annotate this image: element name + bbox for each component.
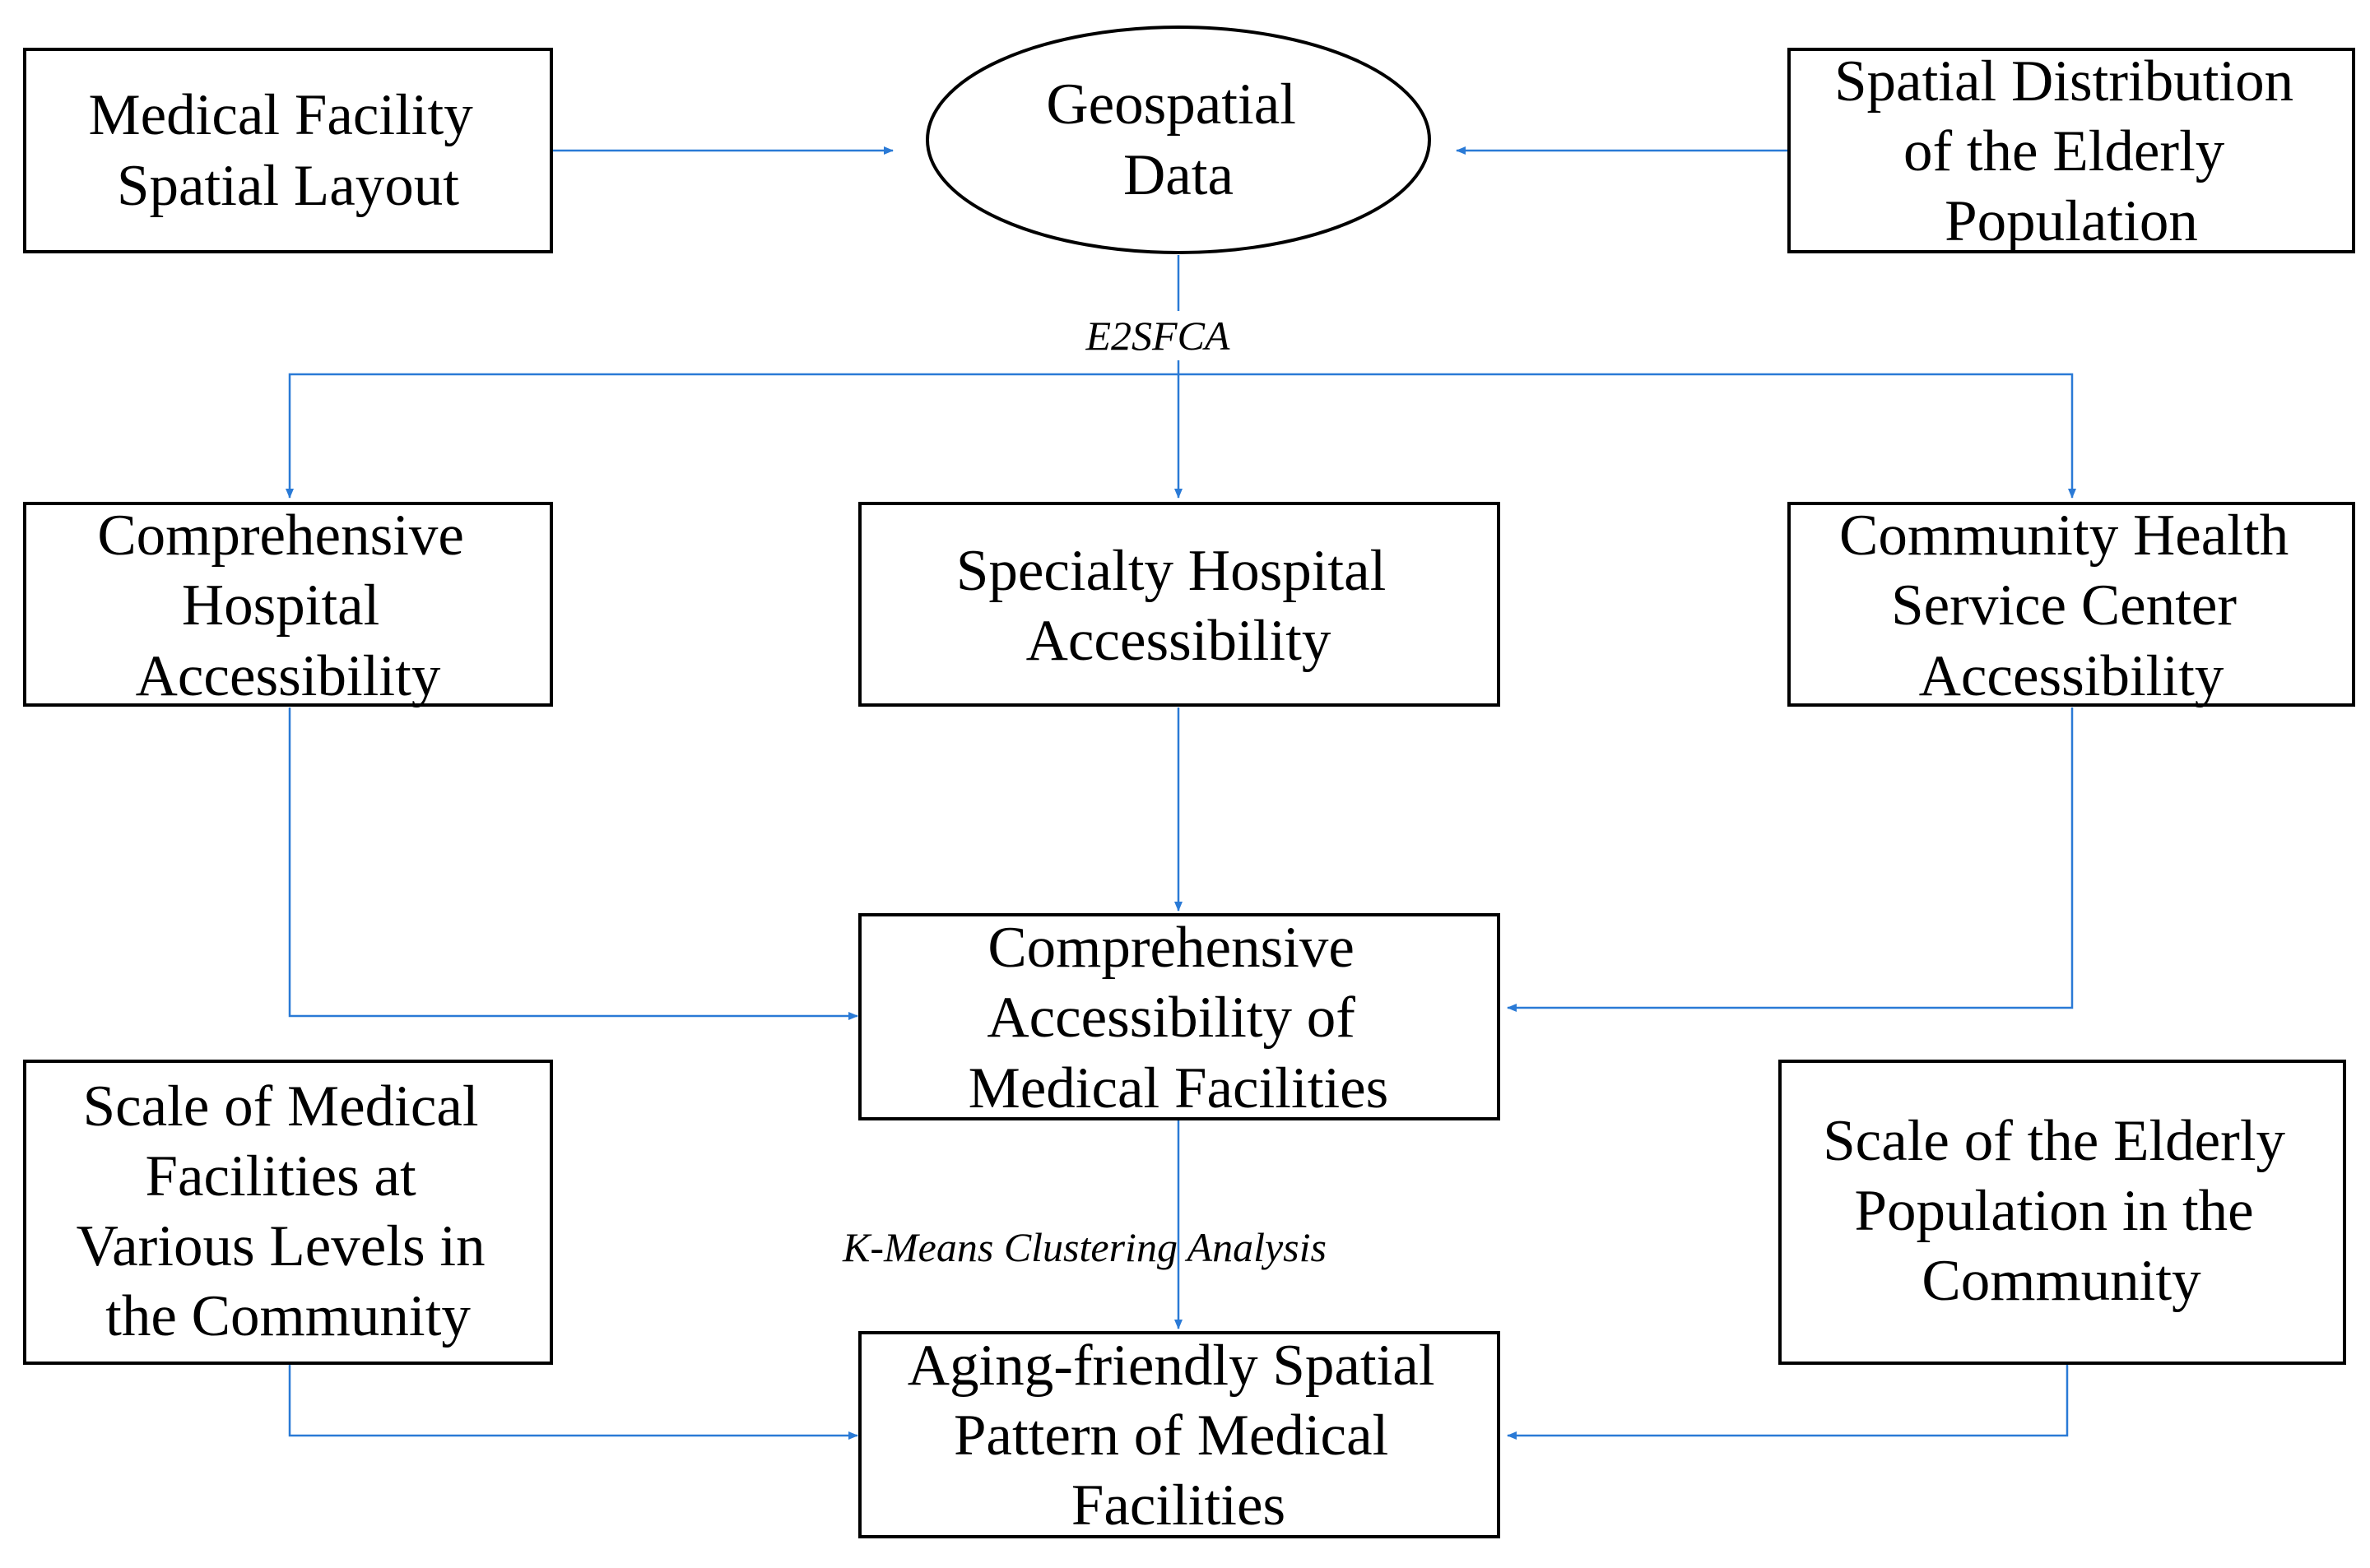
edge-label-e2sfca-text: E2SFCA [1085, 313, 1230, 359]
node-specialty-hospital-accessibility: Specialty Hospital Accessibility [858, 502, 1500, 707]
node-scale-medical-line-4: the Community [105, 1284, 471, 1348]
svg-text:Specialty Hospital Acces: Specialty Hospital Accessibility [956, 539, 1401, 673]
node-elderly-distribution-line-3: Population [1945, 189, 2198, 253]
node-community-health-accessibility: Community Health Service Center Accessib… [1787, 502, 2355, 708]
node-community-health-line-1: Community Health [1839, 503, 2289, 568]
node-scale-elderly-population: Scale of the Elderly Population in the C… [1778, 1060, 2346, 1365]
node-comprehensive-hospital-accessibility: Comprehensive Hospital Accessibility [23, 502, 553, 708]
node-aging-friendly-pattern: Aging-friendly Spatial Pattern of Medica… [858, 1331, 1500, 1538]
node-specialty-hospital-line-1: Specialty Hospital [956, 539, 1387, 603]
edge-label-kmeans-text: K-Means Clustering Analysis [842, 1224, 1327, 1270]
node-scale-medical-line-2: Facilities at [145, 1144, 416, 1208]
connector-geodata-to-comprehensive-hospital [286, 373, 1178, 499]
node-specialty-hospital-line-2: Accessibility [1026, 609, 1331, 673]
node-scale-medical-line-1: Scale of Medical [83, 1074, 479, 1139]
node-scale-elderly-line-1: Scale of the Elderly [1823, 1109, 2285, 1173]
svg-text:Comprehensive Hospital: Comprehensive Hospital Accessibility [97, 503, 478, 708]
connector-community-to-comprehensive-accessibility [1507, 707, 2074, 1012]
node-aging-friendly-line-1: Aging-friendly Spatial [908, 1334, 1435, 1398]
node-scale-medical-facilities: Scale of Medical Facilities at Various L… [23, 1060, 553, 1365]
node-scale-elderly-line-2: Population in the [1855, 1179, 2254, 1243]
node-aging-friendly-line-2: Pattern of Medical [954, 1403, 1388, 1468]
node-medical-facility-layout: Medical Facility Spatial Layout [23, 48, 553, 253]
node-comprehensive-hospital-line-2: Hospital [182, 573, 380, 638]
node-comprehensive-hospital-line-3: Accessibility [136, 644, 441, 708]
svg-text:Scale of the Elderly Pop: Scale of the Elderly Population in the C… [1823, 1109, 2300, 1313]
node-scale-elderly-line-3: Community [1922, 1249, 2201, 1313]
edge-label-e2sfca: E2SFCA [1078, 311, 1234, 360]
svg-text:Aging-friendly Spatial P: Aging-friendly Spatial Pattern of Medica… [908, 1334, 1450, 1538]
node-medical-facility-layout-line-2: Spatial Layout [117, 154, 459, 218]
node-community-health-line-3: Accessibility [1919, 644, 2224, 708]
svg-text:Community Health Service: Community Health Service Center Accessib… [1839, 503, 2303, 708]
node-medical-facility-layout-line-1: Medical Facility [88, 83, 473, 147]
node-comprehensive-accessibility-line-1: Comprehensive [988, 916, 1355, 980]
edge-label-kmeans: K-Means Clustering Analysis [842, 1224, 1327, 1270]
connector-hospital-to-comprehensive-accessibility [288, 707, 858, 1020]
node-aging-friendly-line-3: Facilities [1071, 1473, 1285, 1538]
svg-text:Medical Facility Spatial: Medical Facility Spatial Layout [88, 83, 487, 218]
node-comprehensive-accessibility: Comprehensive Accessibility of Medical F… [858, 913, 1500, 1120]
node-geospatial-data-line-2: Data [1123, 143, 1234, 207]
svg-text:Comprehensive Accessibil: Comprehensive Accessibility of Medical F… [969, 916, 1389, 1120]
node-community-health-line-2: Service Center [1891, 573, 2237, 638]
svg-text:Geospatial Data: Geospatial Data [1046, 72, 1310, 207]
node-scale-medical-line-3: Various Levels in [77, 1214, 486, 1278]
node-elderly-distribution-line-2: of the Elderly [1903, 119, 2225, 183]
node-comprehensive-hospital-line-1: Comprehensive [97, 503, 464, 568]
connector-scale-medical-to-aging-friendly [288, 1364, 858, 1440]
node-comprehensive-accessibility-line-3: Medical Facilities [969, 1056, 1389, 1120]
connector-geodata-to-community-health [1178, 373, 2076, 499]
connector-scale-elderly-to-aging-friendly [1507, 1364, 2069, 1440]
node-geospatial-data: Geospatial Data [926, 26, 1431, 254]
svg-text:Spatial Distribution of: Spatial Distribution of the Elderly Popu… [1834, 49, 2308, 253]
svg-text:Scale of Medical Facilit: Scale of Medical Facilities at Various L… [77, 1074, 500, 1348]
node-elderly-distribution: Spatial Distribution of the Elderly Popu… [1787, 48, 2355, 253]
node-elderly-distribution-line-1: Spatial Distribution [1834, 49, 2293, 114]
node-geospatial-data-line-1: Geospatial [1046, 72, 1296, 137]
connectors [286, 146, 2076, 1440]
node-comprehensive-accessibility-line-2: Accessibility of [987, 986, 1355, 1050]
